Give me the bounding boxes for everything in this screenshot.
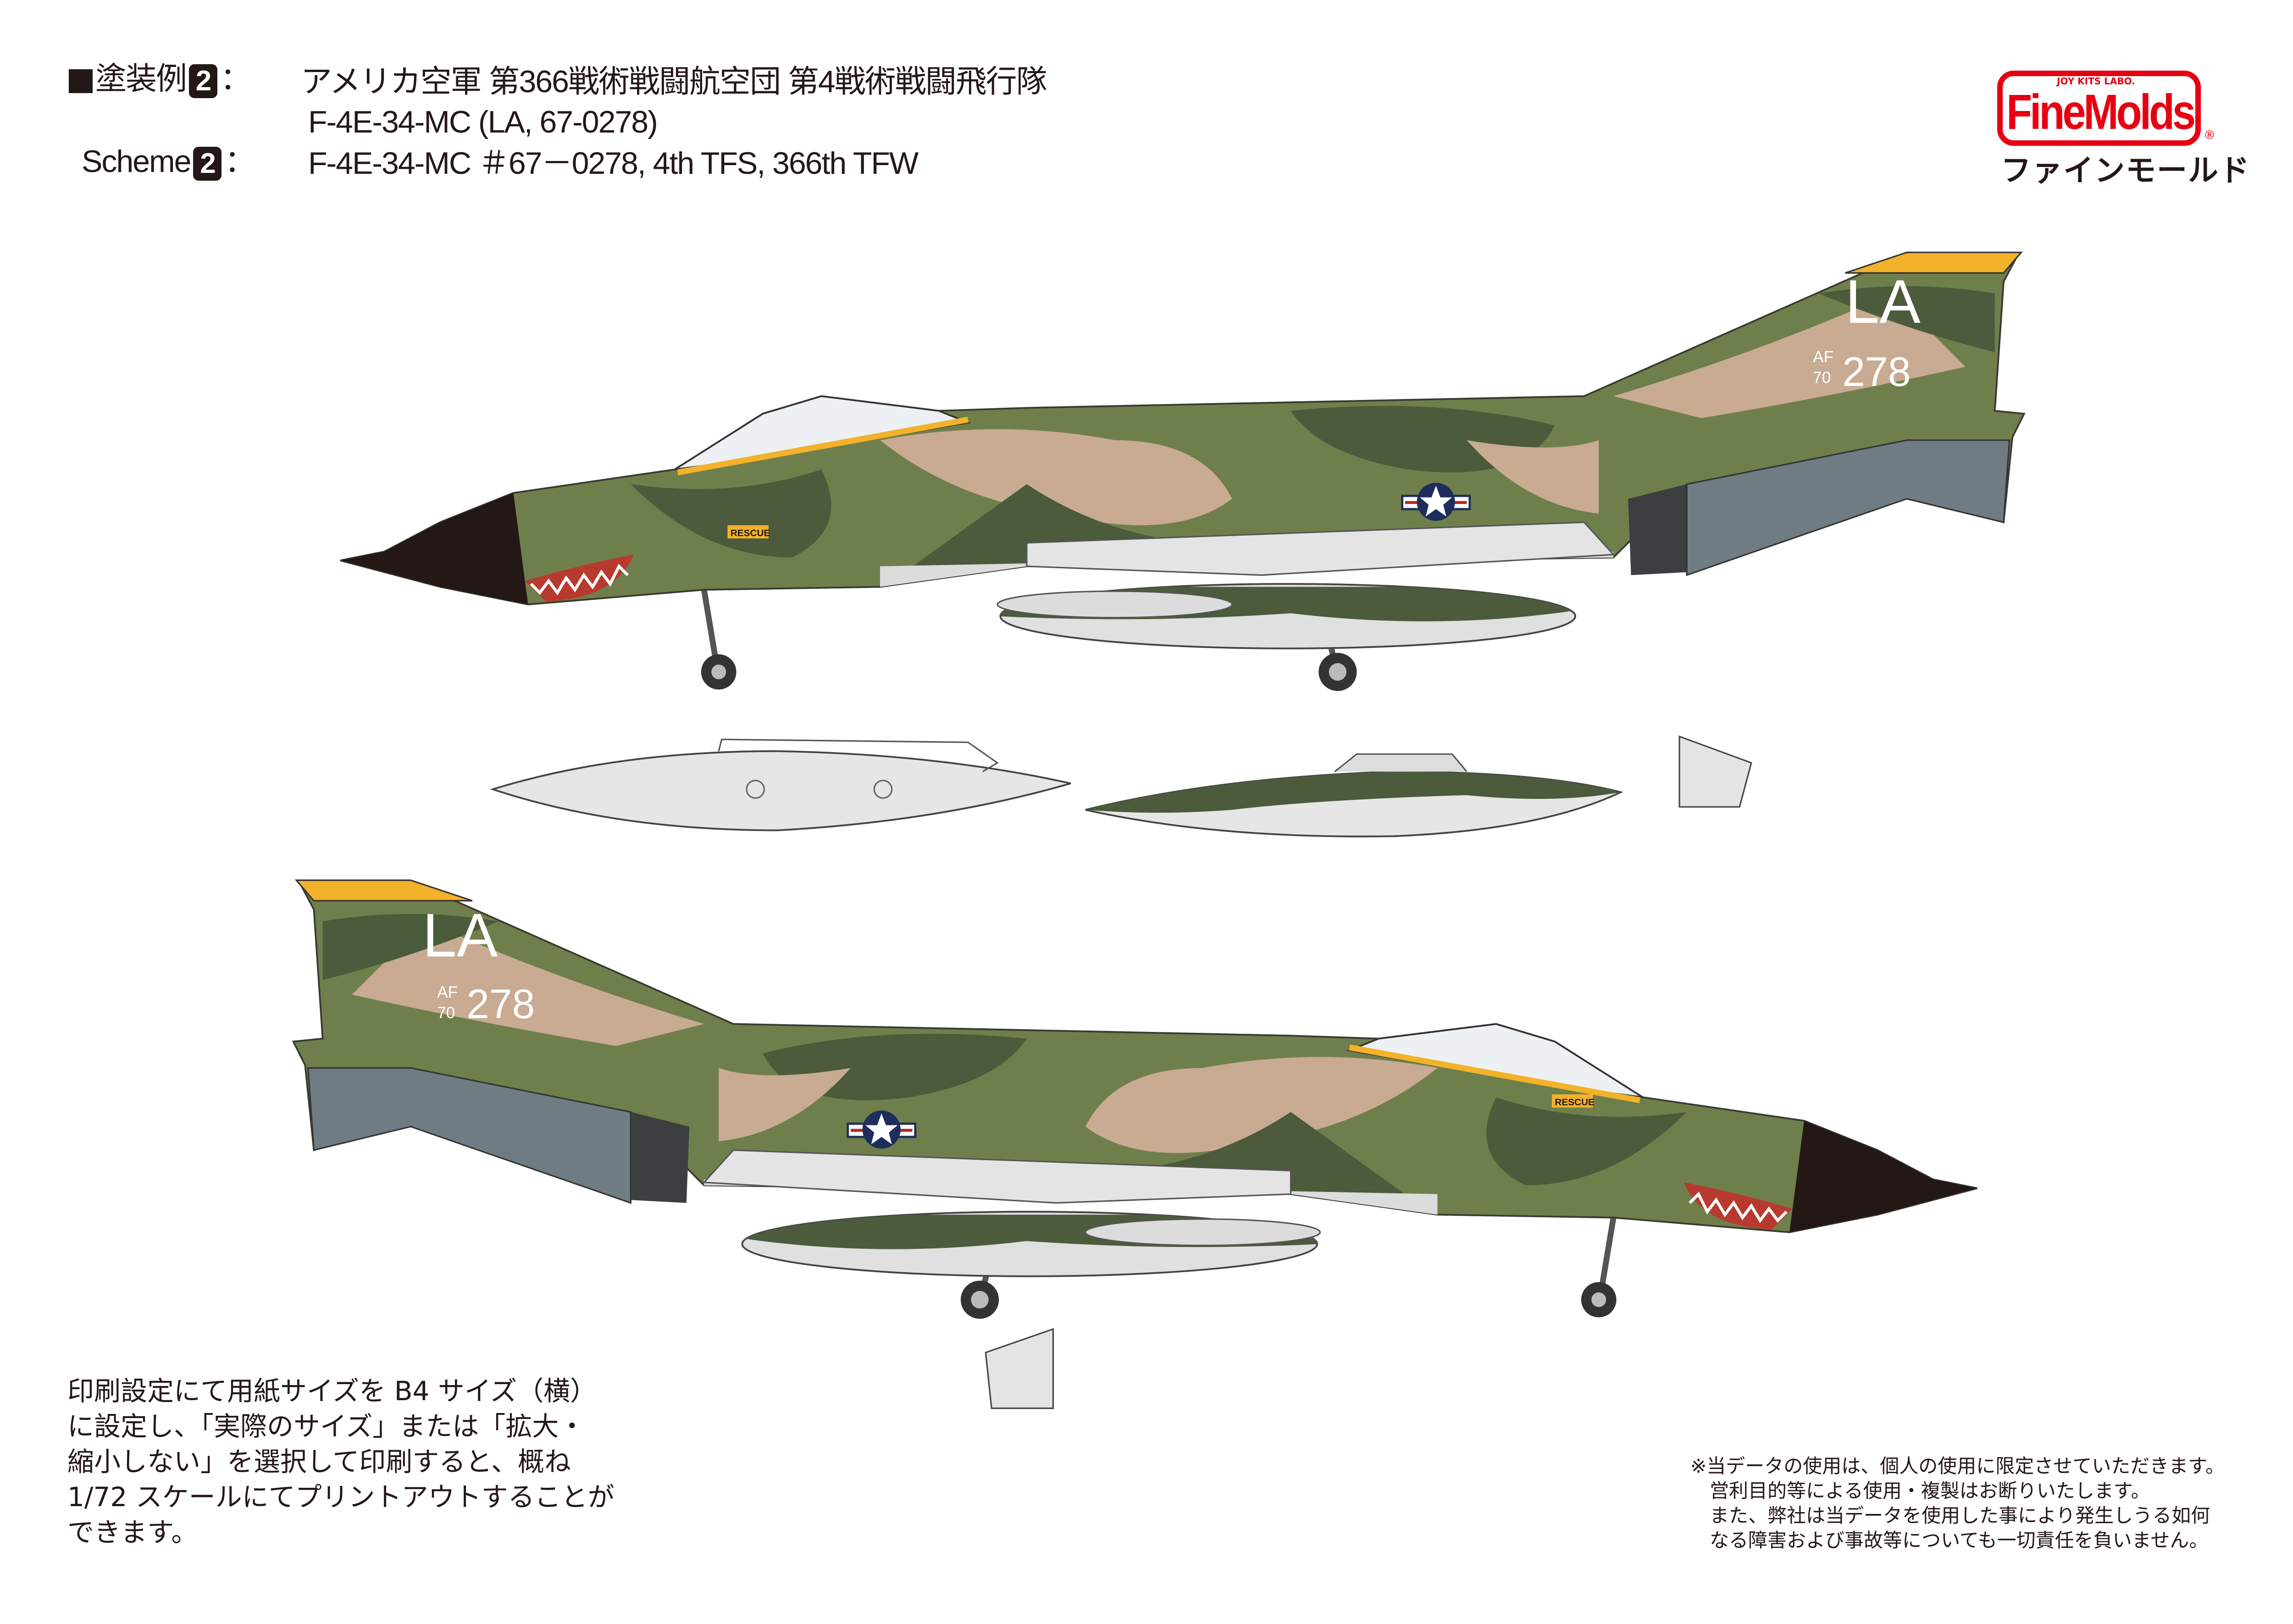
disclaimer-line: 営利目的等による使用・複製はお断りいたします。: [1710, 1480, 2150, 1502]
af-prefix: AF: [437, 983, 458, 1001]
separate-tank-camo: [1085, 753, 1623, 837]
disclaimer-line: なる障害および事故等についても一切責任を負いません。: [1710, 1529, 2209, 1552]
logo-brand: FineMolds: [2006, 84, 2196, 139]
registered-mark: ®: [2204, 128, 2215, 142]
serial: 278: [1842, 349, 1911, 394]
disclaimer-line: また、弊社は当データを使用した事により発生しうる如何: [1710, 1504, 2210, 1527]
serial: 278: [466, 981, 535, 1027]
scheme-number-badge: 2: [193, 147, 222, 181]
bullet-square-icon: [69, 69, 93, 94]
rescue-label: RESCUE: [731, 528, 770, 538]
colon: ：: [224, 144, 255, 179]
rescue-placard: [1551, 1094, 1593, 1108]
rescue-placard: [727, 525, 769, 539]
aircraft-subtitle: F-4E-34-MC (LA, 67-0278): [308, 105, 658, 139]
logo-tagline: JOY KITS LABO.: [2057, 76, 2135, 87]
instruction-line: 縮小しない」を選択して印刷すると、概ね: [67, 1446, 571, 1477]
separate-tank-gray: [490, 738, 1071, 831]
aircraft-right-profile: LA AF 70 278 RESCUE: [294, 880, 1977, 1319]
aircraft-title-en: F-4E-34-MC ＃67－0278, 4th TFS, 366th TFW: [308, 146, 919, 181]
instruction-line: 1/72 スケールにてプリントアウトすることが: [67, 1481, 615, 1513]
usage-disclaimer: ※当データの使用は、個人の使用に限定させていただきます。 営利目的等による使用・…: [1690, 1454, 2287, 1553]
logo-frame: [1997, 71, 2201, 146]
logo-kana: ファインモールド: [2001, 153, 2250, 188]
gear-door-part: [985, 1328, 1054, 1409]
af-prefix: AF: [1813, 348, 1833, 366]
finemolds-logo: JOY KITS LABO. FineMolds ® ファインモールド: [1988, 64, 2249, 188]
tail-code: LA: [422, 901, 498, 970]
colon: ：: [220, 61, 251, 96]
scheme-label-jp: 塗装例: [95, 61, 187, 96]
instruction-line: に設定し、「実際のサイズ」または「拡大・: [67, 1411, 586, 1442]
instruction-line: 印刷設定にて用紙サイズを B4 サイズ（横）: [67, 1375, 597, 1407]
print-instructions: 印刷設定にて用紙サイズを B4 サイズ（横） に設定し、「実際のサイズ」または「…: [67, 1374, 618, 1550]
year: 70: [1813, 369, 1831, 387]
tail-code: LA: [1845, 267, 1921, 336]
rescue-label: RESCUE: [1555, 1097, 1595, 1108]
aircraft-left-profile: LA AF 70 278 RESCUE: [340, 252, 2024, 691]
scheme-number-badge: 2: [189, 64, 218, 99]
gear-door-part: [1678, 735, 1752, 808]
instruction-line: できます。: [67, 1517, 198, 1548]
year: 70: [437, 1004, 455, 1022]
disclaimer-line: ※当データの使用は、個人の使用に限定させていただきます。: [1690, 1455, 2225, 1477]
scheme-label-en: Scheme: [82, 144, 191, 179]
unit-title-jp: アメリカ空軍 第366戦術戦闘航空団 第4戦術戦闘飛行隊: [301, 64, 1047, 99]
